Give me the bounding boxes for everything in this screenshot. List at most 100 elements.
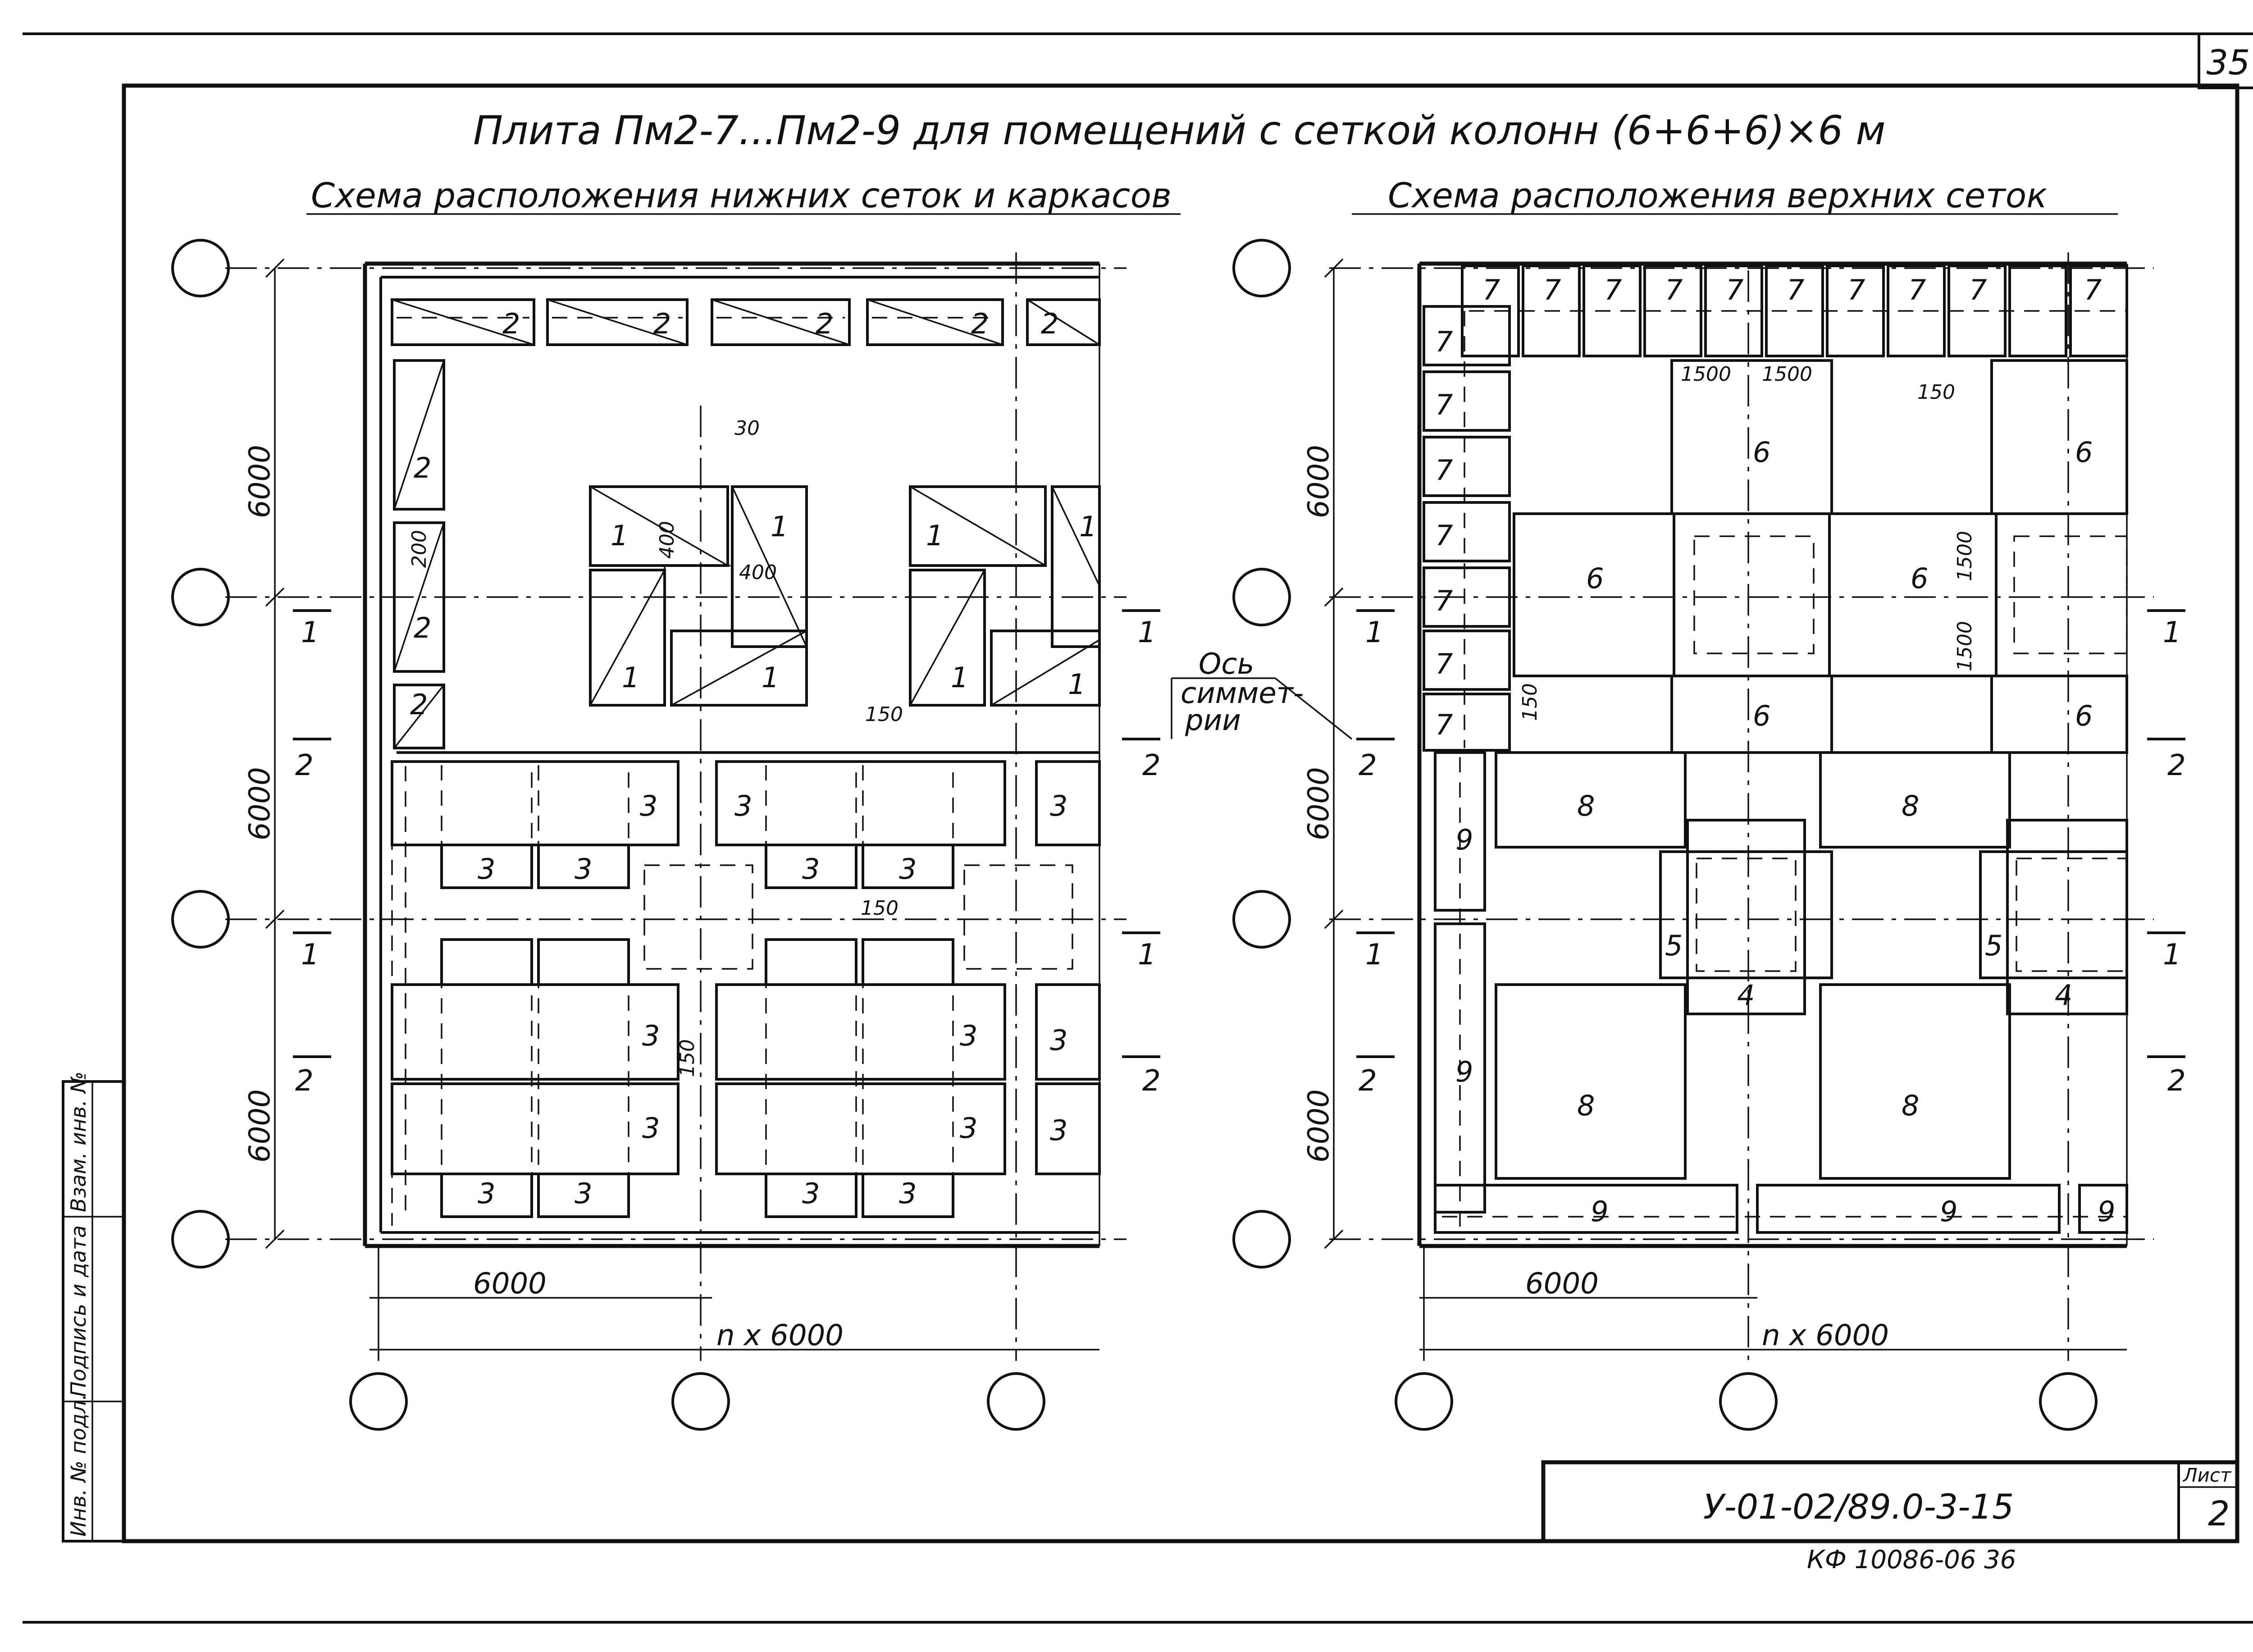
left-mesh-2-label: 2 <box>414 452 431 484</box>
right-mesh-7-label: 7 <box>1787 274 1804 306</box>
right-section-2: 2 <box>1359 749 1377 782</box>
left-mesh-1-label: 1 <box>771 510 788 543</box>
right-mesh-9-label: 9 <box>1455 823 1473 856</box>
right-mesh-6-label: 6 <box>2075 699 2093 732</box>
right-mesh-7-label: 7 <box>1435 519 1453 552</box>
right-dim-1500: 1500 <box>1762 363 1812 386</box>
right-mesh-8-label: 8 <box>1902 1089 1919 1122</box>
right-mesh-7-label: 7 <box>1543 274 1561 306</box>
right-section-1: 1 <box>1365 938 1384 972</box>
left-mesh-2-label: 2 <box>1041 307 1058 340</box>
left-mesh-1-label: 1 <box>1079 510 1097 543</box>
right-dim-150: 150 <box>1917 381 1955 404</box>
left-mesh-1-label: 1 <box>622 661 639 694</box>
left-mesh-3-label: 3 <box>960 1112 977 1145</box>
right-dim-150: 150 <box>1519 683 1542 721</box>
right-mesh-7-label: 7 <box>1665 274 1683 306</box>
left-mesh-3-label: 3 <box>478 853 495 885</box>
right-section-2-right: 2 <box>2167 749 2186 782</box>
symmetry-note-line2: симмет- <box>1181 677 1304 710</box>
right-mesh-7-label: 7 <box>1435 454 1453 487</box>
left-section-1-right: 1 <box>1138 616 1156 649</box>
left-section-1-right: 1 <box>1138 938 1156 972</box>
left-mesh-3-label: 3 <box>575 853 592 885</box>
left-mesh-3-label: 3 <box>802 853 820 885</box>
right-mesh-7-label: 7 <box>1435 648 1453 680</box>
right-section-1: 1 <box>1365 616 1384 649</box>
left-mesh-3-label: 3 <box>802 1177 820 1210</box>
right-dim-1500: 1500 <box>1681 363 1731 386</box>
left-dim-400: 400 <box>739 561 777 584</box>
right-span-dim: 6000 <box>1525 1267 1599 1301</box>
left-mesh-2-label: 2 <box>971 307 989 340</box>
left-mesh-3-label: 3 <box>960 1019 977 1052</box>
right-section-1-right: 1 <box>2163 616 2181 649</box>
right-mesh-7-label: 7 <box>1435 708 1453 741</box>
right-section-2-right: 2 <box>2167 1064 2186 1098</box>
sheet-frame <box>23 32 2253 1624</box>
left-dim-400: 400 <box>656 521 679 559</box>
left-mesh-3-label: 3 <box>1050 789 1067 822</box>
left-mesh-1-label: 1 <box>1068 668 1085 701</box>
right-mesh-6-label: 6 <box>1753 699 1770 732</box>
left-span-dim: 6000 <box>473 1267 547 1301</box>
right-mesh-7-label: 7 <box>2084 274 2102 306</box>
right-plan-heading: Схема расположения верхних сеток <box>1388 175 2047 215</box>
left-mesh-3-label: 3 <box>575 1177 592 1210</box>
left-dim-150: 150 <box>861 897 898 920</box>
right-mesh-7-label: 7 <box>1482 274 1500 306</box>
side-strip-sign-label: Подпись и дата <box>66 1225 91 1397</box>
footer-code: КФ 10086-06 36 <box>1807 1545 2016 1574</box>
symmetry-note-line1: Ось <box>1199 648 1254 681</box>
left-mesh-2-label: 2 <box>816 307 833 340</box>
side-strip-inv-label: Инв. № подл. <box>66 1394 91 1537</box>
right-mesh-9-label: 9 <box>1940 1195 1957 1228</box>
right-mesh-8-label: 8 <box>1577 789 1595 822</box>
right-mesh-5-label: 5 <box>1665 929 1683 962</box>
right-mesh-5-label: 5 <box>1985 929 2002 962</box>
right-dim-1500: 1500 <box>1953 531 1976 581</box>
right-mesh-4-label: 4 <box>1737 979 1755 1012</box>
right-mesh-6-label: 6 <box>1586 562 1604 595</box>
right-section-2: 2 <box>1359 1064 1377 1098</box>
right-mesh-7-label: 7 <box>1604 274 1622 306</box>
stamp-doc-code: У-01-02/89.0-3-15 <box>1703 1487 2014 1527</box>
right-side-dim-6000: 6000 <box>1302 767 1336 840</box>
right-mesh-7-label: 7 <box>1969 274 1987 306</box>
left-section-2-right: 2 <box>1142 1064 1161 1098</box>
right-mesh-7-label: 7 <box>1908 274 1926 306</box>
left-dim-200: 200 <box>408 530 431 568</box>
left-mesh-1-label: 1 <box>926 519 944 552</box>
right-mesh-9-label: 9 <box>2098 1195 2115 1228</box>
left-mesh-2-label: 2 <box>653 307 671 340</box>
right-section-1-right: 1 <box>2163 938 2181 972</box>
title-block <box>1541 1460 2239 1543</box>
left-dim-150: 150 <box>865 703 903 726</box>
left-mesh-3-label: 3 <box>642 1112 660 1145</box>
stamp-sheet-label: Лист <box>2182 1464 2232 1486</box>
left-section-2-right: 2 <box>1142 749 1161 782</box>
left-mesh-2-label: 2 <box>414 612 431 644</box>
left-mesh-3-label: 3 <box>1050 1024 1067 1057</box>
left-plan <box>171 239 1160 1431</box>
left-total-dim: n x 6000 <box>716 1319 844 1352</box>
left-mesh-3-label: 3 <box>734 789 752 822</box>
left-mesh-1-label: 1 <box>762 661 779 694</box>
right-total-dim: n x 6000 <box>1762 1319 1889 1352</box>
drawing-title: Плита Пм2-7...Пм2-9 для помещений с сетк… <box>473 107 1886 154</box>
right-dim-1500: 1500 <box>1953 621 1976 671</box>
right-mesh-9-label: 9 <box>1455 1055 1473 1088</box>
right-plan <box>1232 239 2185 1431</box>
left-mesh-1-label: 1 <box>951 661 968 694</box>
symmetry-note-line3: рии <box>1185 704 1241 737</box>
left-dim-150: 150 <box>676 1039 699 1077</box>
sheet-number: 35 <box>2207 42 2250 82</box>
left-mesh-2-label: 2 <box>410 688 428 721</box>
right-mesh-7-label: 7 <box>1726 274 1743 306</box>
right-mesh-7-label: 7 <box>1847 274 1865 306</box>
left-dim-30: 30 <box>734 417 760 440</box>
left-side-dim-6000: 6000 <box>243 767 277 840</box>
right-mesh-4-label: 4 <box>2055 979 2072 1012</box>
